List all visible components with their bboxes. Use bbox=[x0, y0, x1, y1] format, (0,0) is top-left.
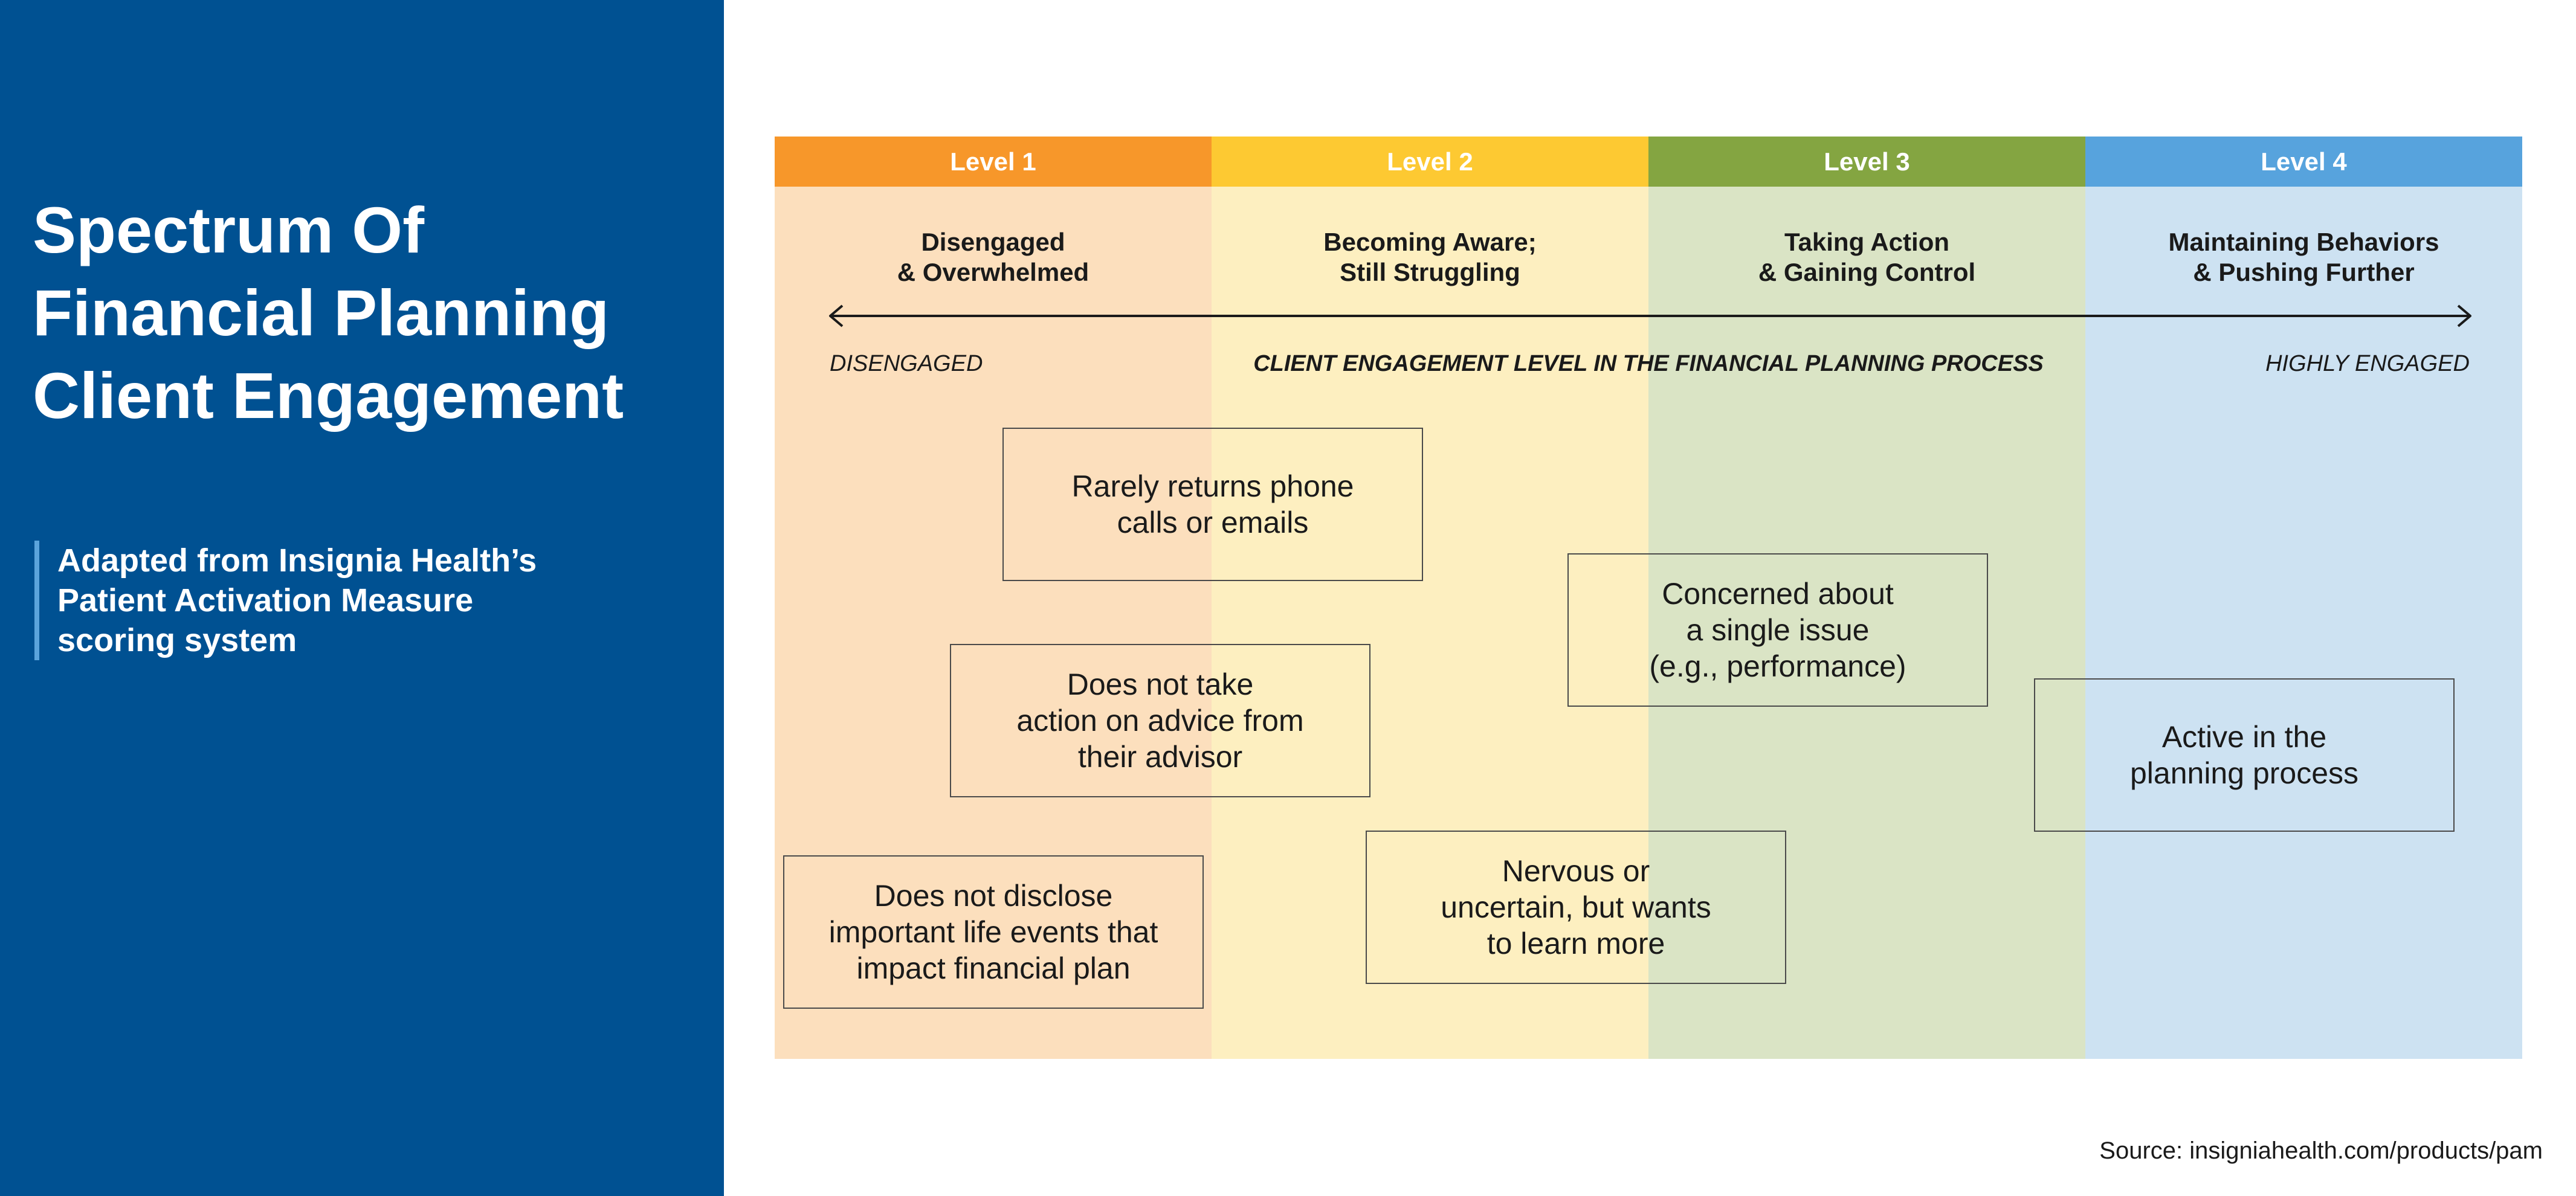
behavior-box: Rarely returns phone calls or emails bbox=[1002, 428, 1423, 581]
level-desc-line: & Overwhelmed bbox=[897, 258, 1089, 286]
behavior-line: planning process bbox=[2129, 756, 2359, 790]
behavior-line: action on advice from bbox=[1016, 704, 1304, 738]
behavior-line: a single issue bbox=[1686, 613, 1870, 647]
level-desc-line: Disengaged bbox=[921, 228, 1065, 256]
behavior-box: Nervous or uncertain, but wants to learn… bbox=[1366, 831, 1786, 984]
level-4-header: Level 4 bbox=[2085, 137, 2522, 187]
level-desc-line: & Pushing Further bbox=[2193, 258, 2415, 286]
source-citation: Source: insigniahealth.com/products/pam bbox=[2099, 1137, 2543, 1164]
axis-left-label: DISENGAGED bbox=[830, 351, 983, 376]
level-3-header: Level 3 bbox=[1648, 137, 2085, 187]
behavior-line: Active in the bbox=[2161, 720, 2327, 754]
behavior-line: calls or emails bbox=[1117, 506, 1309, 539]
page-title: Spectrum Of Financial Planning Client En… bbox=[33, 188, 709, 437]
level-2-description: Becoming Aware; Still Struggling bbox=[1212, 227, 1648, 288]
behavior-line: important life events that bbox=[828, 915, 1158, 949]
subtitle-line: Patient Activation Measure bbox=[57, 582, 474, 619]
title-line: Client Engagement bbox=[33, 359, 624, 432]
behavior-line: Rarely returns phone bbox=[1071, 469, 1354, 503]
behavior-line: Does not disclose bbox=[874, 879, 1113, 913]
behavior-line: their advisor bbox=[1077, 740, 1243, 774]
behavior-line: (e.g., performance) bbox=[1649, 649, 1906, 683]
subtitle-line: scoring system bbox=[57, 622, 297, 658]
engagement-diagram: Level 1 Disengaged & Overwhelmed Level 2… bbox=[775, 137, 2522, 1059]
subtitle-line: Adapted from Insignia Health’s bbox=[57, 542, 537, 579]
level-1-header: Level 1 bbox=[775, 137, 1212, 187]
level-4-description: Maintaining Behaviors & Pushing Further bbox=[2085, 227, 2522, 288]
page-subtitle: Adapted from Insignia Health’s Patient A… bbox=[34, 541, 662, 660]
level-desc-line: Still Struggling bbox=[1340, 258, 1520, 286]
engagement-axis-arrow bbox=[829, 304, 2471, 327]
behavior-box: Concerned about a single issue (e.g., pe… bbox=[1567, 553, 1988, 707]
behavior-line: to learn more bbox=[1487, 927, 1665, 960]
level-desc-line: Taking Action bbox=[1784, 228, 1949, 256]
sidebar-panel: Spectrum Of Financial Planning Client En… bbox=[0, 0, 724, 1196]
level-desc-line: & Gaining Control bbox=[1758, 258, 1976, 286]
behavior-line: impact financial plan bbox=[856, 951, 1131, 985]
level-2-column: Level 2 Becoming Aware; Still Struggling bbox=[1212, 137, 1648, 1059]
level-2-header: Level 2 bbox=[1212, 137, 1648, 187]
level-1-description: Disengaged & Overwhelmed bbox=[775, 227, 1212, 288]
title-line: Financial Planning bbox=[33, 276, 610, 349]
behavior-box: Active in the planning process bbox=[2034, 678, 2455, 832]
level-desc-line: Maintaining Behaviors bbox=[2168, 228, 2439, 256]
level-desc-line: Becoming Aware; bbox=[1323, 228, 1537, 256]
behavior-box: Does not take action on advice from thei… bbox=[950, 644, 1370, 797]
level-3-description: Taking Action & Gaining Control bbox=[1648, 227, 2085, 288]
behavior-line: uncertain, but wants bbox=[1441, 890, 1711, 924]
behavior-box: Does not disclose important life events … bbox=[783, 855, 1204, 1009]
behavior-line: Concerned about bbox=[1662, 577, 1894, 611]
title-line: Spectrum Of bbox=[33, 193, 425, 266]
behavior-line: Nervous or bbox=[1502, 854, 1650, 888]
axis-title: CLIENT ENGAGEMENT LEVEL IN THE FINANCIAL… bbox=[1253, 351, 2044, 376]
level-3-column: Level 3 Taking Action & Gaining Control bbox=[1648, 137, 2085, 1059]
level-1-column: Level 1 Disengaged & Overwhelmed bbox=[775, 137, 1212, 1059]
axis-right-label: HIGHLY ENGAGED bbox=[2265, 351, 2470, 376]
behavior-line: Does not take bbox=[1067, 667, 1254, 701]
level-4-column: Level 4 Maintaining Behaviors & Pushing … bbox=[2085, 137, 2522, 1059]
